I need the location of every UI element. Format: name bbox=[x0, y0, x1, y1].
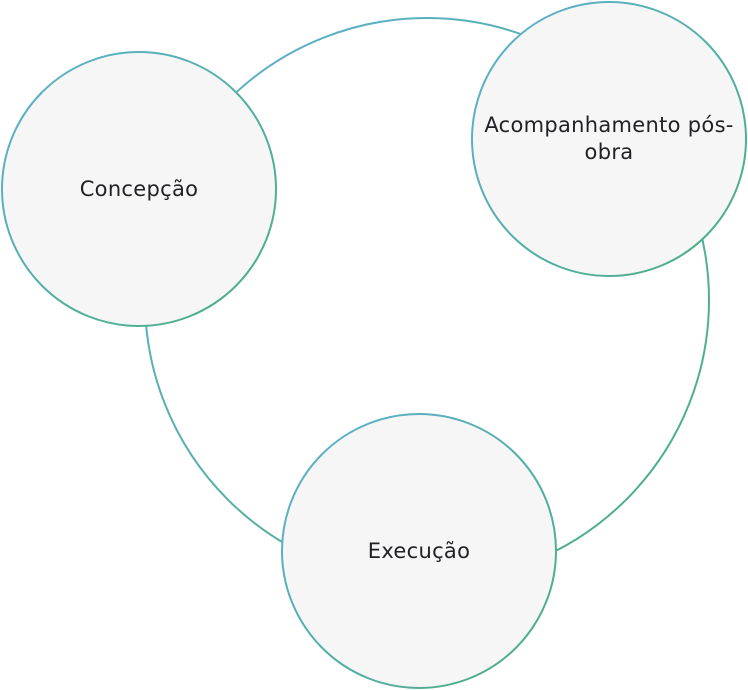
node-label-acompanhamento: Acompanhamento pós-obra bbox=[484, 113, 734, 164]
node-acompanhamento: Acompanhamento pós-obra bbox=[473, 3, 745, 275]
node-concepcao: Concepção bbox=[3, 53, 275, 325]
node-concepcao-circle bbox=[1, 51, 277, 327]
node-acompanhamento-circle bbox=[471, 1, 747, 277]
node-execucao-circle bbox=[281, 413, 557, 689]
node-label-execucao: Execução bbox=[367, 538, 471, 563]
node-label-concepcao: Concepção bbox=[79, 176, 199, 201]
node-execucao: Execução bbox=[283, 415, 555, 687]
